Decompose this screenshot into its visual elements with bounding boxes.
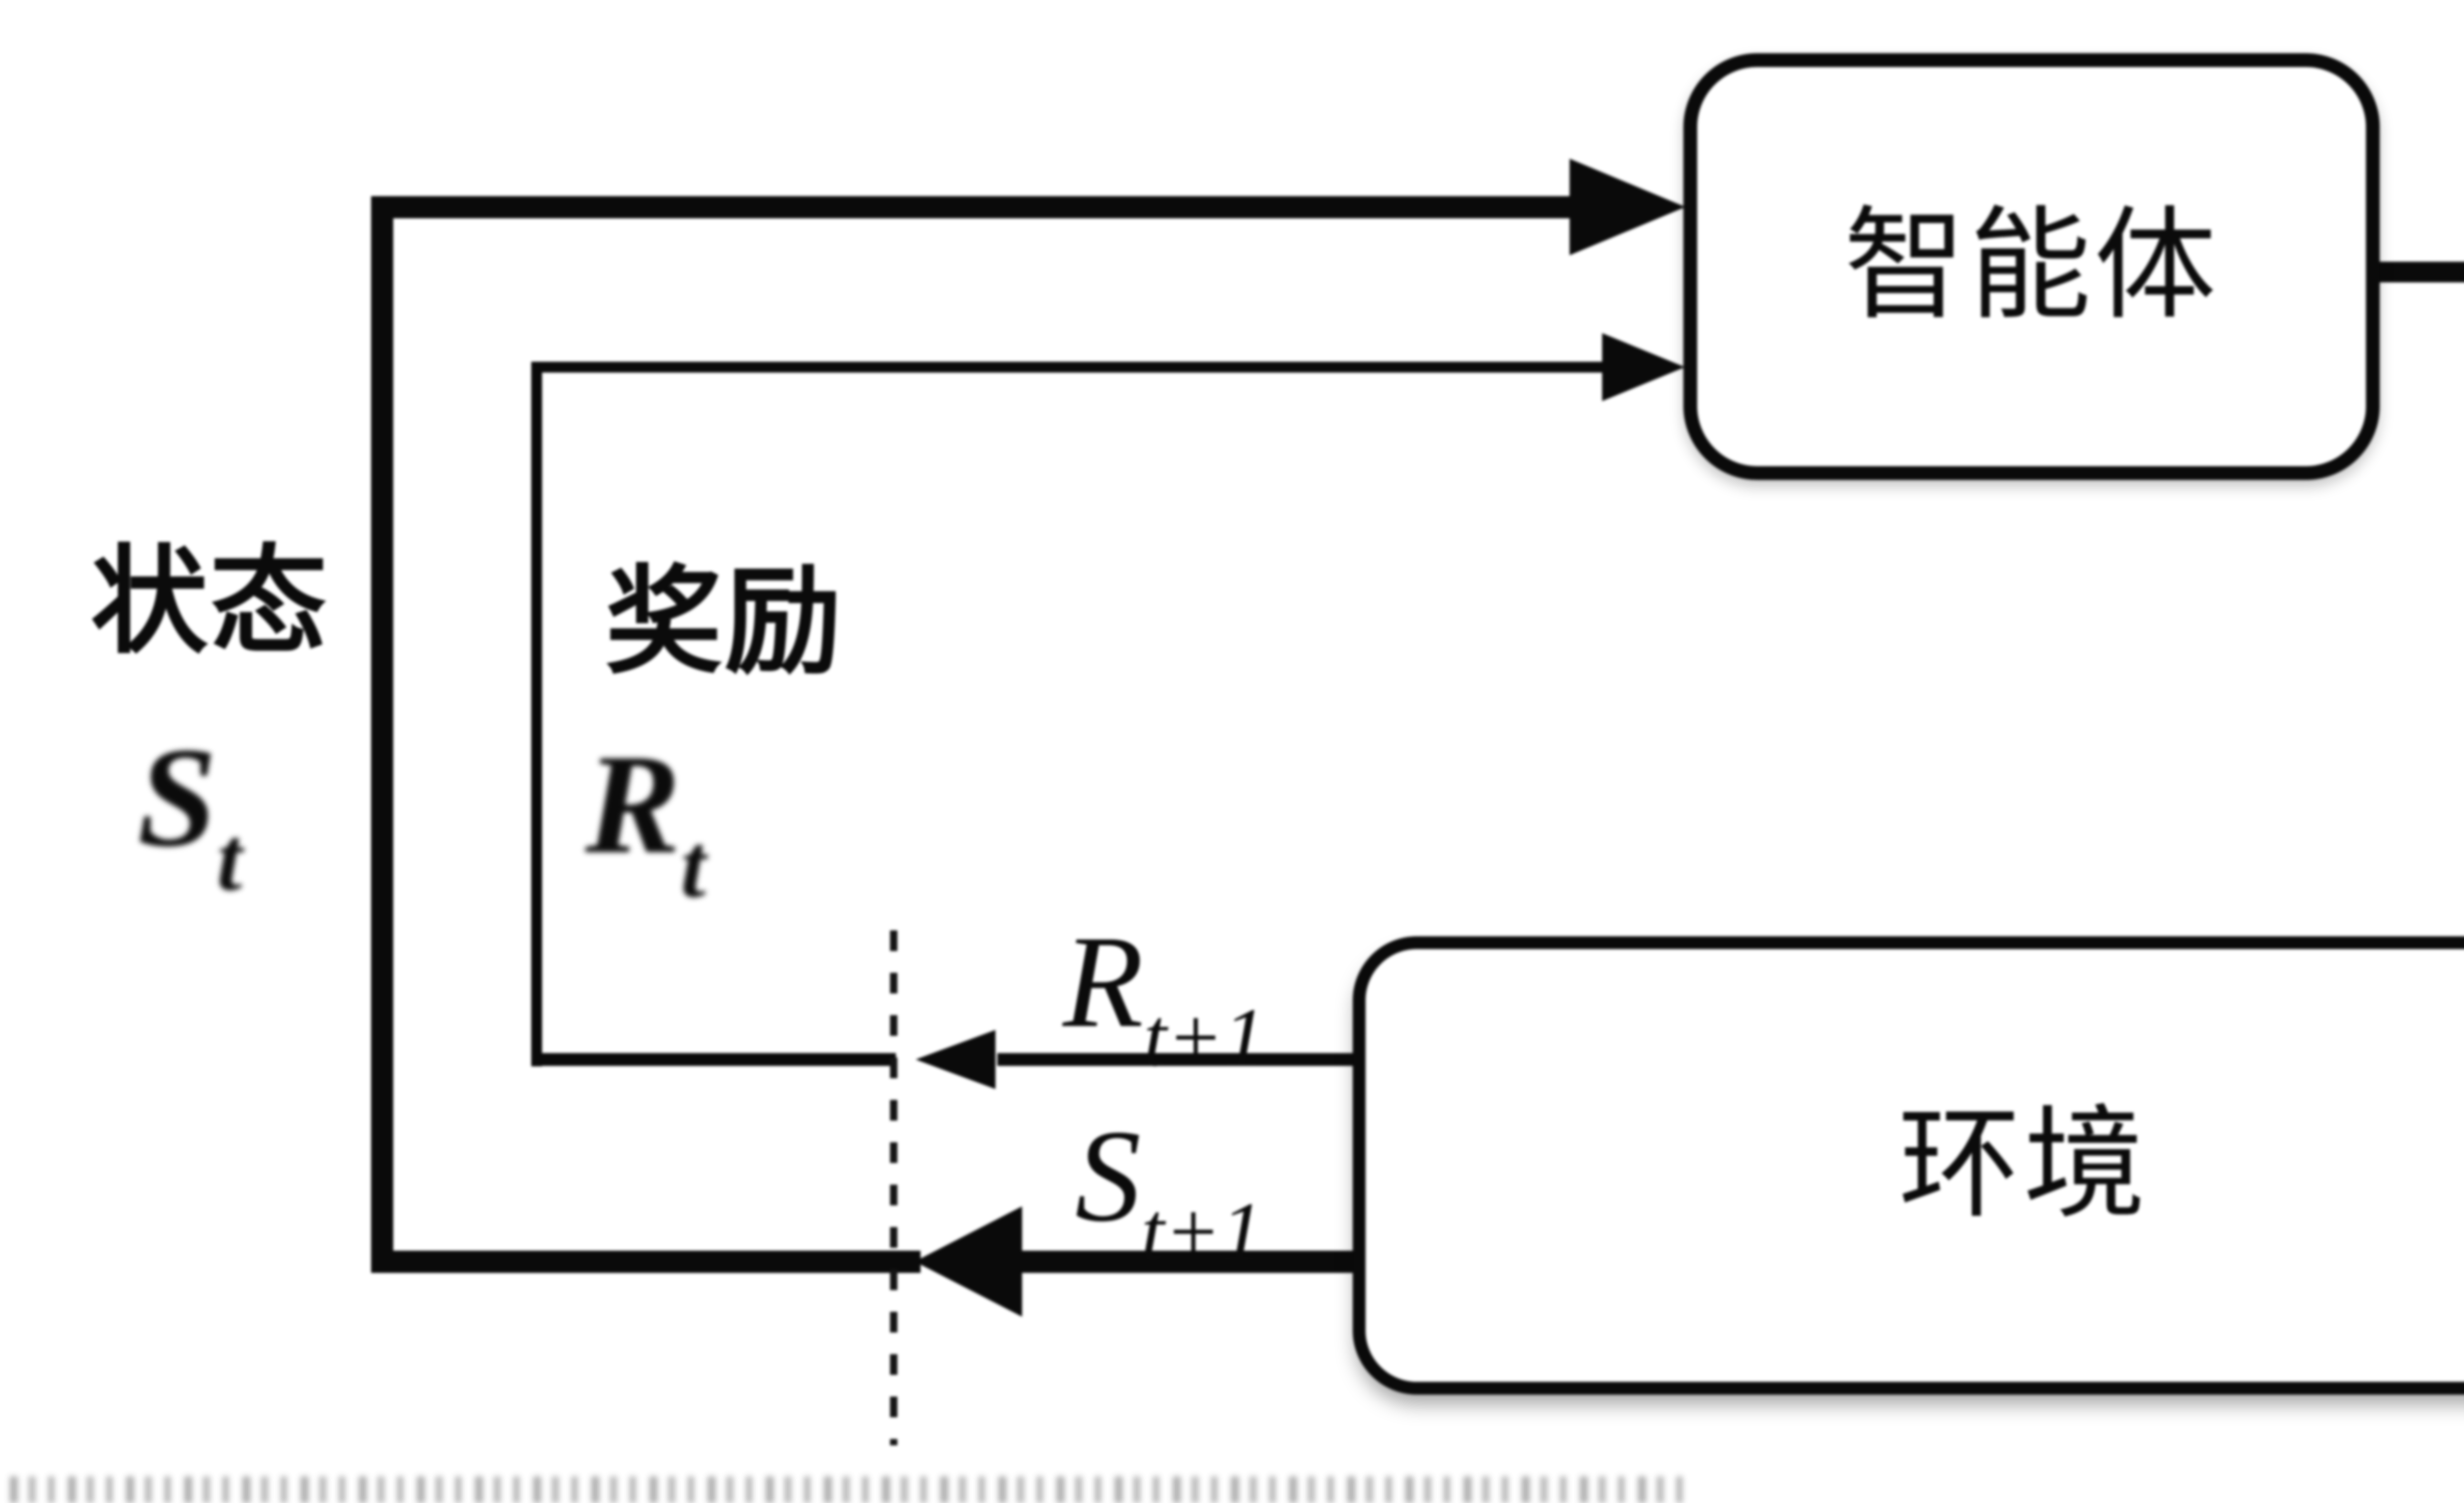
- next-state-line-left: [371, 1251, 921, 1273]
- next-reward-symbol: Rt+1: [1063, 916, 1266, 1080]
- state-to-agent-arrowhead-icon: [1570, 159, 1685, 255]
- state-symbol-letter: S: [137, 718, 217, 876]
- next-reward-line-right: [997, 1053, 1356, 1066]
- cropped-caption-fragment: [10, 1476, 1695, 1503]
- next-reward-symbol-letter: R: [1062, 908, 1144, 1055]
- next-reward-symbol-subscript: t+1: [1143, 991, 1266, 1084]
- next-state-symbol-subscript: t+1: [1141, 1185, 1263, 1278]
- state-symbol-subscript: t: [216, 809, 242, 910]
- environment-node-label: 环境: [1898, 1097, 2149, 1233]
- environment-node: 环境: [1353, 936, 2464, 1395]
- next-reward-line-left: [531, 1053, 896, 1066]
- action-line-top: [2365, 262, 2464, 282]
- reward-line-top: [531, 362, 1610, 373]
- reward-symbol-letter: R: [585, 725, 681, 883]
- next-state-line-right: [1020, 1251, 1356, 1273]
- reward-symbol: Rt: [585, 733, 706, 912]
- reward-to-agent-arrowhead-icon: [1602, 333, 1685, 401]
- state-line-top: [371, 196, 1574, 218]
- state-symbol: St: [137, 726, 242, 905]
- next-state-symbol: St+1: [1075, 1110, 1263, 1274]
- next-state-arrowhead-icon: [915, 1206, 1022, 1317]
- reward-symbol-subscript: t: [681, 816, 706, 917]
- agent-node: 智能体: [1683, 53, 2380, 480]
- state-line-left: [371, 196, 393, 1272]
- next-reward-arrowhead-icon: [916, 1030, 995, 1089]
- agent-node-label: 智能体: [1844, 199, 2220, 334]
- reward-line-left: [531, 362, 542, 1066]
- next-state-symbol-letter: S: [1075, 1102, 1141, 1249]
- time-step-boundary-dashed-line: [890, 930, 897, 1445]
- reward-label: 奖励: [605, 558, 844, 688]
- state-label: 状态: [91, 538, 329, 668]
